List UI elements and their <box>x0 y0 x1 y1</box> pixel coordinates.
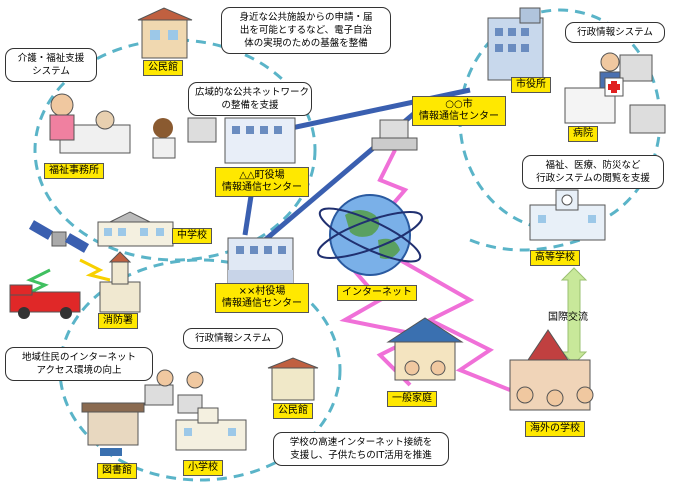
label-high-school: 高等学校 <box>530 250 580 266</box>
bubble-admin-system-mid-line1: 行政情報システム <box>195 333 271 344</box>
home-icon <box>386 317 464 381</box>
bubble-school-internet-line2: 支援し、子供たちのIT活用を推進 <box>290 450 432 461</box>
town-ring <box>33 38 317 262</box>
junior-high-icon <box>97 211 174 247</box>
satellite-signal-yellow <box>79 258 111 282</box>
bubble-welfare-view: 福祉、医療、防災など 行政システムの閲覧を支援 <box>522 155 664 189</box>
town-office-icon <box>152 117 296 164</box>
village-center-line1: ××村役場 <box>238 286 286 297</box>
label-city-center: ○○市 情報通信センター <box>412 96 506 126</box>
town-center-line1: △△町役場 <box>239 170 285 181</box>
bubble-admin-system-top-line1: 行政情報システム <box>577 27 653 38</box>
bubble-care-system-line1: 介護・福祉支援 <box>17 53 85 64</box>
bubble-admin-system-mid: 行政情報システム <box>183 328 283 349</box>
village-center-line2: 情報通信センター <box>222 298 302 309</box>
label-fire-station: 消防署 <box>98 313 138 329</box>
bubble-e-government: 身近な公共施設からの申請・届 出を可能とするなど、電子自治 体の実現のための基盤… <box>221 7 391 54</box>
bubble-wide-network-line1: 広域的な公共ネットワーク <box>195 87 310 98</box>
label-junior-high: 中学校 <box>172 228 212 244</box>
satellite-signal <box>24 268 51 297</box>
label-hospital: 病院 <box>568 126 598 142</box>
bubble-welfare-view-line1: 福祉、医療、防災など <box>545 160 641 171</box>
bubble-wide-network: 広域的な公共ネットワーク の整備を支援 <box>188 82 312 116</box>
city-center-computer-icon <box>371 119 418 151</box>
high-school-icon <box>529 189 606 241</box>
label-kominkan-bottom: 公民館 <box>273 403 313 419</box>
bubble-resident-access-line1: 地域住民のインターネット <box>21 352 136 363</box>
fire-station-icon <box>99 251 141 313</box>
bubble-e-government-line3: 体の実現のための基盤を整備 <box>244 38 368 49</box>
bubble-admin-system-top: 行政情報システム <box>565 22 665 43</box>
elementary-icon <box>175 407 247 451</box>
city-center-line1: ○○市 <box>445 99 473 110</box>
label-library: 図書館 <box>97 463 137 479</box>
globe-icon <box>317 194 423 276</box>
overseas-school-icon <box>509 329 594 411</box>
bubble-school-internet: 学校の高速インターネット接続を 支援し、子供たちのIT活用を推進 <box>273 432 449 466</box>
label-town-center: △△町役場 情報通信センター <box>215 167 309 197</box>
bubble-e-government-line2: 出を可能とするなど、電子自治 <box>239 25 373 36</box>
city-hall-icon <box>487 7 544 81</box>
lightning-internet-overseas <box>399 258 511 392</box>
label-general-home: 一般家庭 <box>387 391 437 407</box>
hospital-icon <box>564 77 666 134</box>
label-elementary: 小学校 <box>183 460 223 476</box>
bubble-e-government-line1: 身近な公共施設からの申請・届 <box>239 12 373 23</box>
label-kominkan-top: 公民館 <box>143 60 183 76</box>
satellite-icon <box>28 220 90 253</box>
bubble-resident-access: 地域住民のインターネット アクセス環境の向上 <box>5 347 153 381</box>
label-city-hall: 市役所 <box>511 77 551 93</box>
label-village-center: ××村役場 情報通信センター <box>215 283 309 313</box>
kominkan-bottom-icon <box>267 357 319 401</box>
town-center-line2: 情報通信センター <box>222 182 302 193</box>
bubble-school-internet-line1: 学校の高速インターネット接続を <box>289 437 433 448</box>
city-center-line2: 情報通信センター <box>419 111 499 122</box>
bubble-care-system: 介護・福祉支援 システム <box>5 48 97 82</box>
label-welfare-office: 福祉事務所 <box>44 163 104 179</box>
bubble-welfare-view-line2: 行政システムの閲覧を支援 <box>536 173 650 184</box>
label-internet: インターネット <box>337 285 417 301</box>
fire-truck-icon <box>9 284 81 319</box>
bubble-wide-network-line2: の整備を支援 <box>221 100 279 111</box>
label-overseas-school: 海外の学校 <box>525 421 585 437</box>
bubble-care-system-line2: システム <box>32 66 70 77</box>
village-office-icon <box>227 237 294 284</box>
bubble-resident-access-line2: アクセス環境の向上 <box>36 365 122 376</box>
city-ring-tail <box>469 238 581 252</box>
welfare-office-icon <box>49 93 131 154</box>
label-international-exchange: 国際交流 <box>548 312 588 323</box>
kominkan-top-icon <box>137 7 193 59</box>
residents-computer-icon <box>144 369 204 414</box>
library-icon <box>81 402 145 456</box>
